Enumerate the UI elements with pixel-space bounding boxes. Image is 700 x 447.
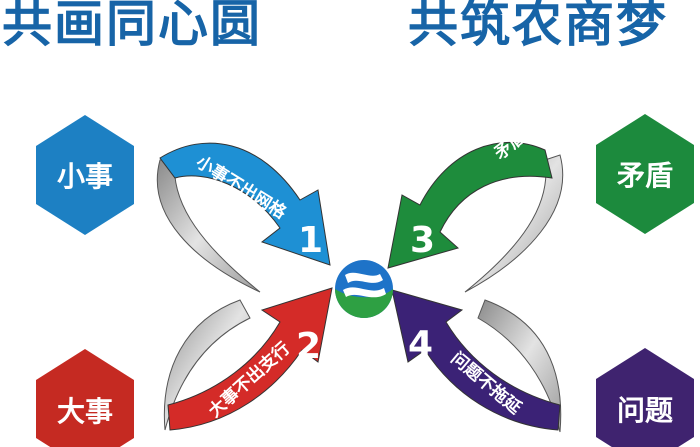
hexagon-big-matters-label: 大事 <box>57 395 113 428</box>
hexagon-conflicts-label: 矛盾 <box>617 159 673 192</box>
arrow-4 <box>391 289 561 431</box>
arrow-2-number: 2 <box>296 326 321 367</box>
title-left: 共画同心圆 <box>2 0 262 53</box>
ribbon-tail-4 <box>477 299 562 433</box>
arrow-4-number: 4 <box>408 324 433 365</box>
arrow-2-text: 大事不出支行 <box>204 338 294 422</box>
arrow-1-number: 1 <box>298 220 323 261</box>
hexagon-problems <box>596 348 694 447</box>
arrow-1 <box>159 142 331 266</box>
ribbon-tail-3 <box>464 154 564 293</box>
arrow-2 <box>167 287 333 431</box>
hexagon-problems-label: 问题 <box>617 394 673 427</box>
title-right: 共筑农商梦 <box>408 0 668 53</box>
bank-logo <box>335 260 393 318</box>
ribbon-tail-1 <box>156 159 261 293</box>
hexagon-conflicts <box>596 114 694 234</box>
hexagon-small-matters <box>36 115 134 235</box>
hexagon-big-matters <box>36 349 134 447</box>
ribbon-tail-2 <box>163 299 251 431</box>
arrow-3 <box>387 141 553 269</box>
hexagon-small-matters-label: 小事 <box>57 160 113 193</box>
arrow-3-number: 3 <box>410 220 435 261</box>
